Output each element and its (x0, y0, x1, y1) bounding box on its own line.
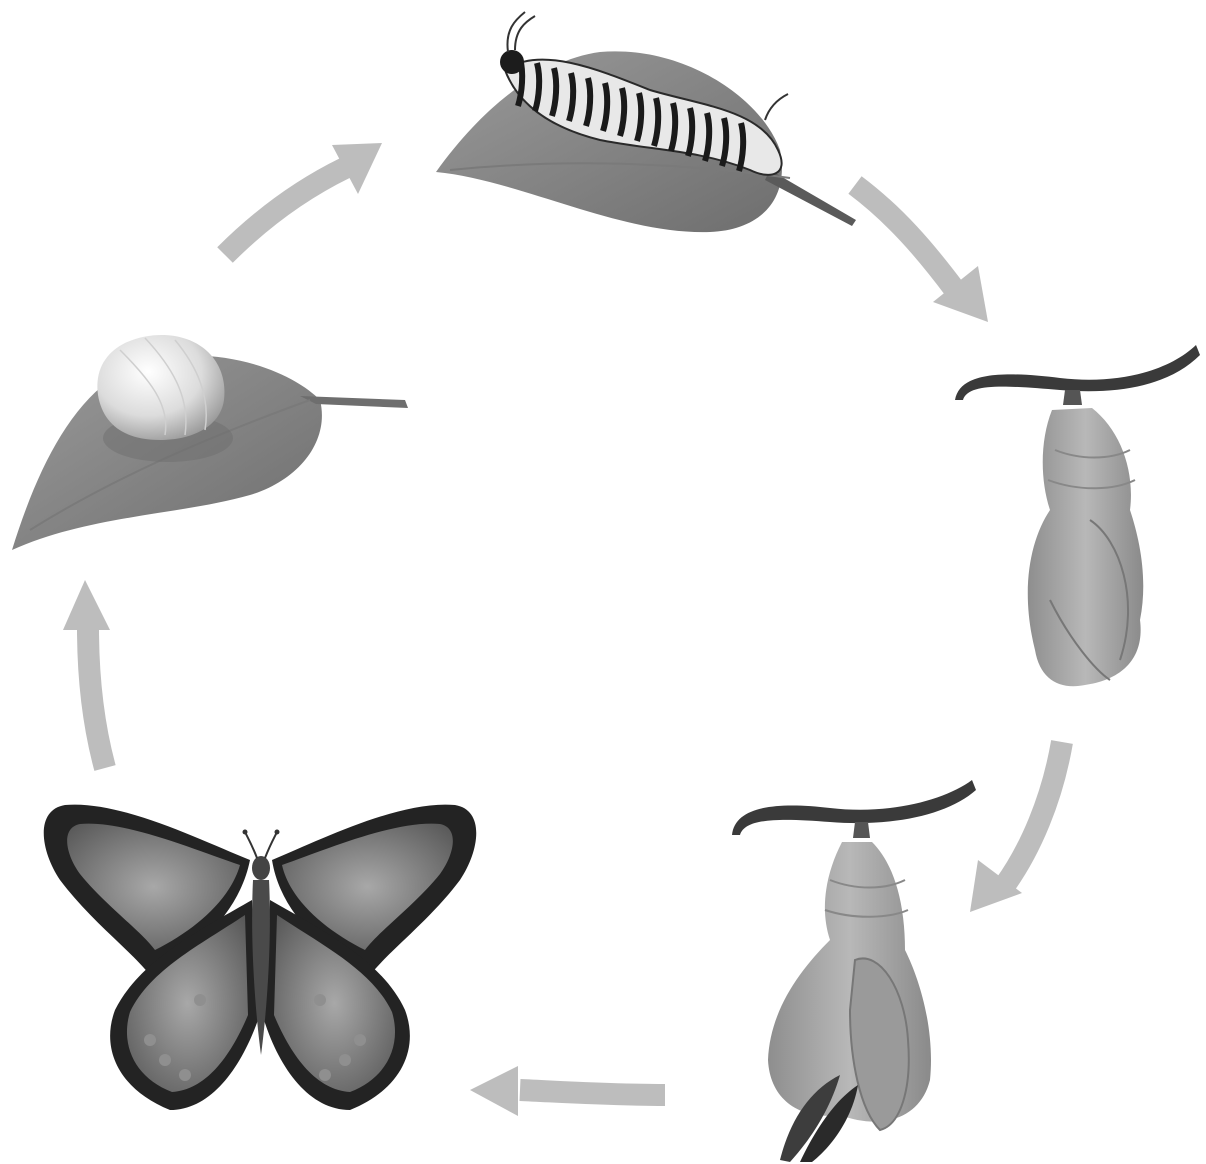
egg-on-leaf-icon (12, 335, 408, 550)
arrow-chrysalis-to-emerging (970, 742, 1062, 912)
caterpillar-on-leaf-icon (436, 12, 856, 232)
emerging-butterfly-icon (732, 780, 976, 1162)
arrow-emerging-to-butterfly (470, 1066, 665, 1116)
chrysalis-icon (955, 345, 1200, 686)
arrow-egg-to-caterpillar (225, 143, 382, 255)
arrow-butterfly-to-egg (63, 580, 110, 768)
arrow-caterpillar-to-chrysalis (855, 185, 988, 322)
butterfly-icon (44, 805, 477, 1110)
